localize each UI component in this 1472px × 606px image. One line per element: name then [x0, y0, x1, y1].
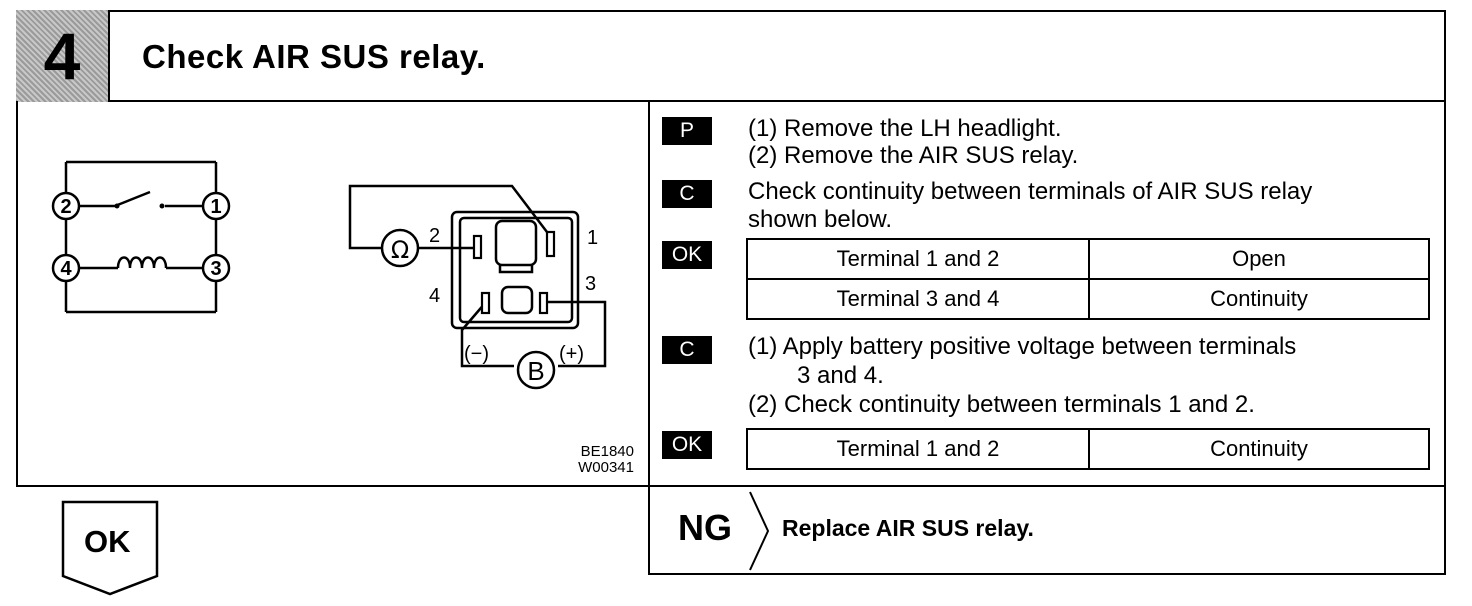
ng-result-frame [648, 485, 1446, 575]
ok-result-label: OK [84, 524, 131, 559]
relay-schematic: 2 1 4 3 [51, 160, 231, 314]
procedure-step-2: (2) Remove the AIR SUS relay. [748, 142, 1079, 169]
check-step-2: (2) Check continuity between terminals 1… [748, 391, 1255, 418]
check-text-line-1: Check continuity between terminals of AI… [748, 178, 1313, 205]
pin-2-label: 2 [429, 225, 440, 247]
table-row: Terminal 3 and 4 Continuity [748, 278, 1428, 318]
procedure-tag: P [662, 117, 712, 145]
table-row: Terminal 1 and 2 Continuity [748, 430, 1428, 468]
battery-plus-label: (+) [559, 343, 584, 365]
terminal-1-label: 1 [210, 196, 221, 218]
check-tag: C [662, 180, 712, 208]
pin-3-label: 3 [585, 273, 596, 295]
check-step-1: (1) Apply battery positive voltage betwe… [748, 333, 1297, 360]
step-number-badge: 4 [16, 10, 110, 102]
check-text-line-2: shown below. [748, 206, 893, 233]
pin-1-label: 1 [587, 227, 598, 249]
battery-icon: B [527, 356, 544, 386]
ng-arrow-icon [749, 491, 770, 571]
relay-test-diagram: Ω B 2 1 4 3 (−) (+) [348, 184, 607, 390]
step-title: Check AIR SUS relay. [142, 38, 486, 75]
column-divider [648, 101, 650, 575]
step-body-frame [16, 101, 1446, 487]
ohmmeter-icon: Ω [391, 236, 409, 264]
ok-tag: OK [662, 431, 712, 459]
terminal-2-label: 2 [60, 196, 71, 218]
continuity-table: Terminal 1 and 2 Open Terminal 3 and 4 C… [746, 238, 1430, 320]
continuity-table: Terminal 1 and 2 Continuity [746, 428, 1430, 470]
figure-code: BE1840 W00341 [578, 443, 634, 476]
terminal-3-label: 3 [210, 258, 221, 280]
ok-arrow-icon [61, 500, 159, 596]
step-number: 4 [43, 19, 81, 93]
ok-tag: OK [662, 241, 712, 269]
battery-minus-label: (−) [464, 343, 489, 365]
pin-4-label: 4 [429, 285, 440, 307]
procedure-step-1: (1) Remove the LH headlight. [748, 115, 1062, 142]
check-tag: C [662, 336, 712, 364]
ng-action-text: Replace AIR SUS relay. [782, 515, 1034, 541]
ng-label: NG [678, 507, 732, 548]
check-step-1-cont: 3 and 4. [797, 362, 884, 389]
table-row: Terminal 1 and 2 Open [748, 240, 1428, 278]
terminal-4-label: 4 [60, 258, 72, 280]
